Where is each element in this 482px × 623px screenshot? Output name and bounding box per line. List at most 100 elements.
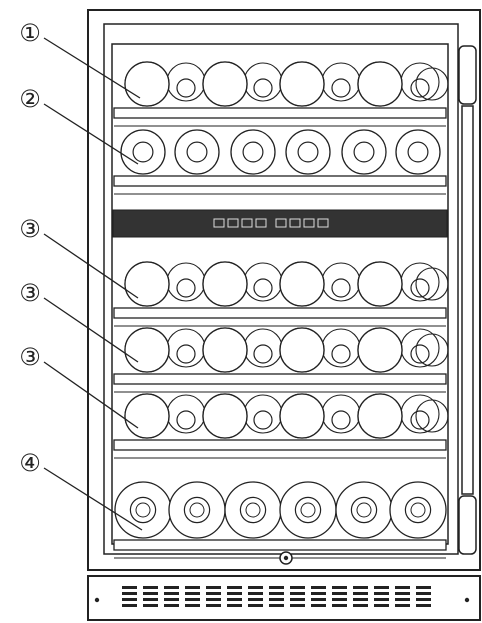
vent-slot [395,592,410,595]
bottle-neck [176,410,196,430]
shelf-5 [113,393,449,459]
shelf-3-rail [113,307,447,319]
vent-slot [332,586,347,589]
vent-slot [290,598,305,601]
bottle-punt [407,141,429,163]
vent-slot [374,598,389,601]
control-button[interactable] [317,218,329,228]
screw-right [464,597,470,603]
bottle-bottom [124,393,170,439]
bottle-neck [331,410,351,430]
shelf-5-rail [113,439,447,451]
bottle-bottom [389,481,447,539]
vent-slot [374,586,389,589]
shelf-4-rail [113,373,447,385]
bottle-punt [294,496,322,524]
bottle-bottom [357,61,403,107]
leader-line [43,103,139,165]
bottle-neck [331,78,351,98]
vent-slot [185,592,200,595]
shelves [113,61,449,559]
vent-slot [353,598,368,601]
door-handle[interactable] [458,45,477,555]
vent-slot [227,586,242,589]
vent-slot [185,586,200,589]
leader-line [43,467,143,531]
leader-line [43,37,141,99]
vent-slot [122,598,137,601]
bottle-bottom [415,67,449,101]
vent-slot [248,592,263,595]
vent-slot [143,592,158,595]
bottle-punt [239,496,267,524]
bottle-bottom [279,261,325,307]
vent-slot [311,598,326,601]
bottle-bottom [230,129,276,175]
bottle-punt [353,141,375,163]
control-button[interactable] [289,218,301,228]
callout-label: ② [19,85,41,113]
leader-line [43,361,139,429]
bottle-bottom [124,261,170,307]
bottle-neck [253,78,273,98]
bottle-punt-inner [410,502,426,518]
bottle-punt [297,141,319,163]
vent-slot [206,604,221,607]
vent-slot [269,592,284,595]
vent-slot [122,586,137,589]
vent-slot [353,604,368,607]
vent-slot [311,604,326,607]
control-button[interactable] [275,218,287,228]
bottle-bottom [279,481,337,539]
callout-label: ③ [19,343,41,371]
vent-slot [395,586,410,589]
callout-label: ③ [19,279,41,307]
vent-slot [374,592,389,595]
vent-slot [248,586,263,589]
control-button[interactable] [241,218,253,228]
callout-5: ③ [19,343,139,429]
callout-label: ③ [19,215,41,243]
bottle-bottom [202,393,248,439]
bottle-bottom [174,129,220,175]
callout-1: ① [19,19,141,99]
bottle-punt [183,496,211,524]
vent-slot [311,592,326,595]
bottle-punt-inner [300,502,316,518]
bottle-neck [253,344,273,364]
bottle-bottom [202,61,248,107]
vent-slot [206,586,221,589]
bottle-punt [404,496,432,524]
bottle-bottom [415,399,449,433]
bottle-bottom [357,261,403,307]
lock-icon[interactable] [279,551,293,565]
vent-slot [353,586,368,589]
control-button[interactable] [255,218,267,228]
vent-slot [185,598,200,601]
bottle-punt [186,141,208,163]
callout-4: ③ [19,279,139,363]
vent-slot [185,604,200,607]
control-button[interactable] [227,218,239,228]
bottle-neck [331,344,351,364]
bottle-punt-inner [245,502,261,518]
bottle-bottom [168,481,226,539]
bottle-neck [331,278,351,298]
vent-slot [227,598,242,601]
shelf-4 [113,327,449,393]
vent-slot [332,592,347,595]
bottle-punt-inner [135,502,151,518]
control-button[interactable] [213,218,225,228]
vent-slot [269,604,284,607]
control-button[interactable] [303,218,315,228]
vent-slot [206,592,221,595]
bottle-bottom [279,61,325,107]
bottle-bottom [224,481,282,539]
vent-slot [164,604,179,607]
shelf-1-rail [113,107,447,119]
vent-slot [122,592,137,595]
vent-slot [164,598,179,601]
bottle-bottom [395,129,441,175]
bottle-neck [253,278,273,298]
vent-slot [395,604,410,607]
